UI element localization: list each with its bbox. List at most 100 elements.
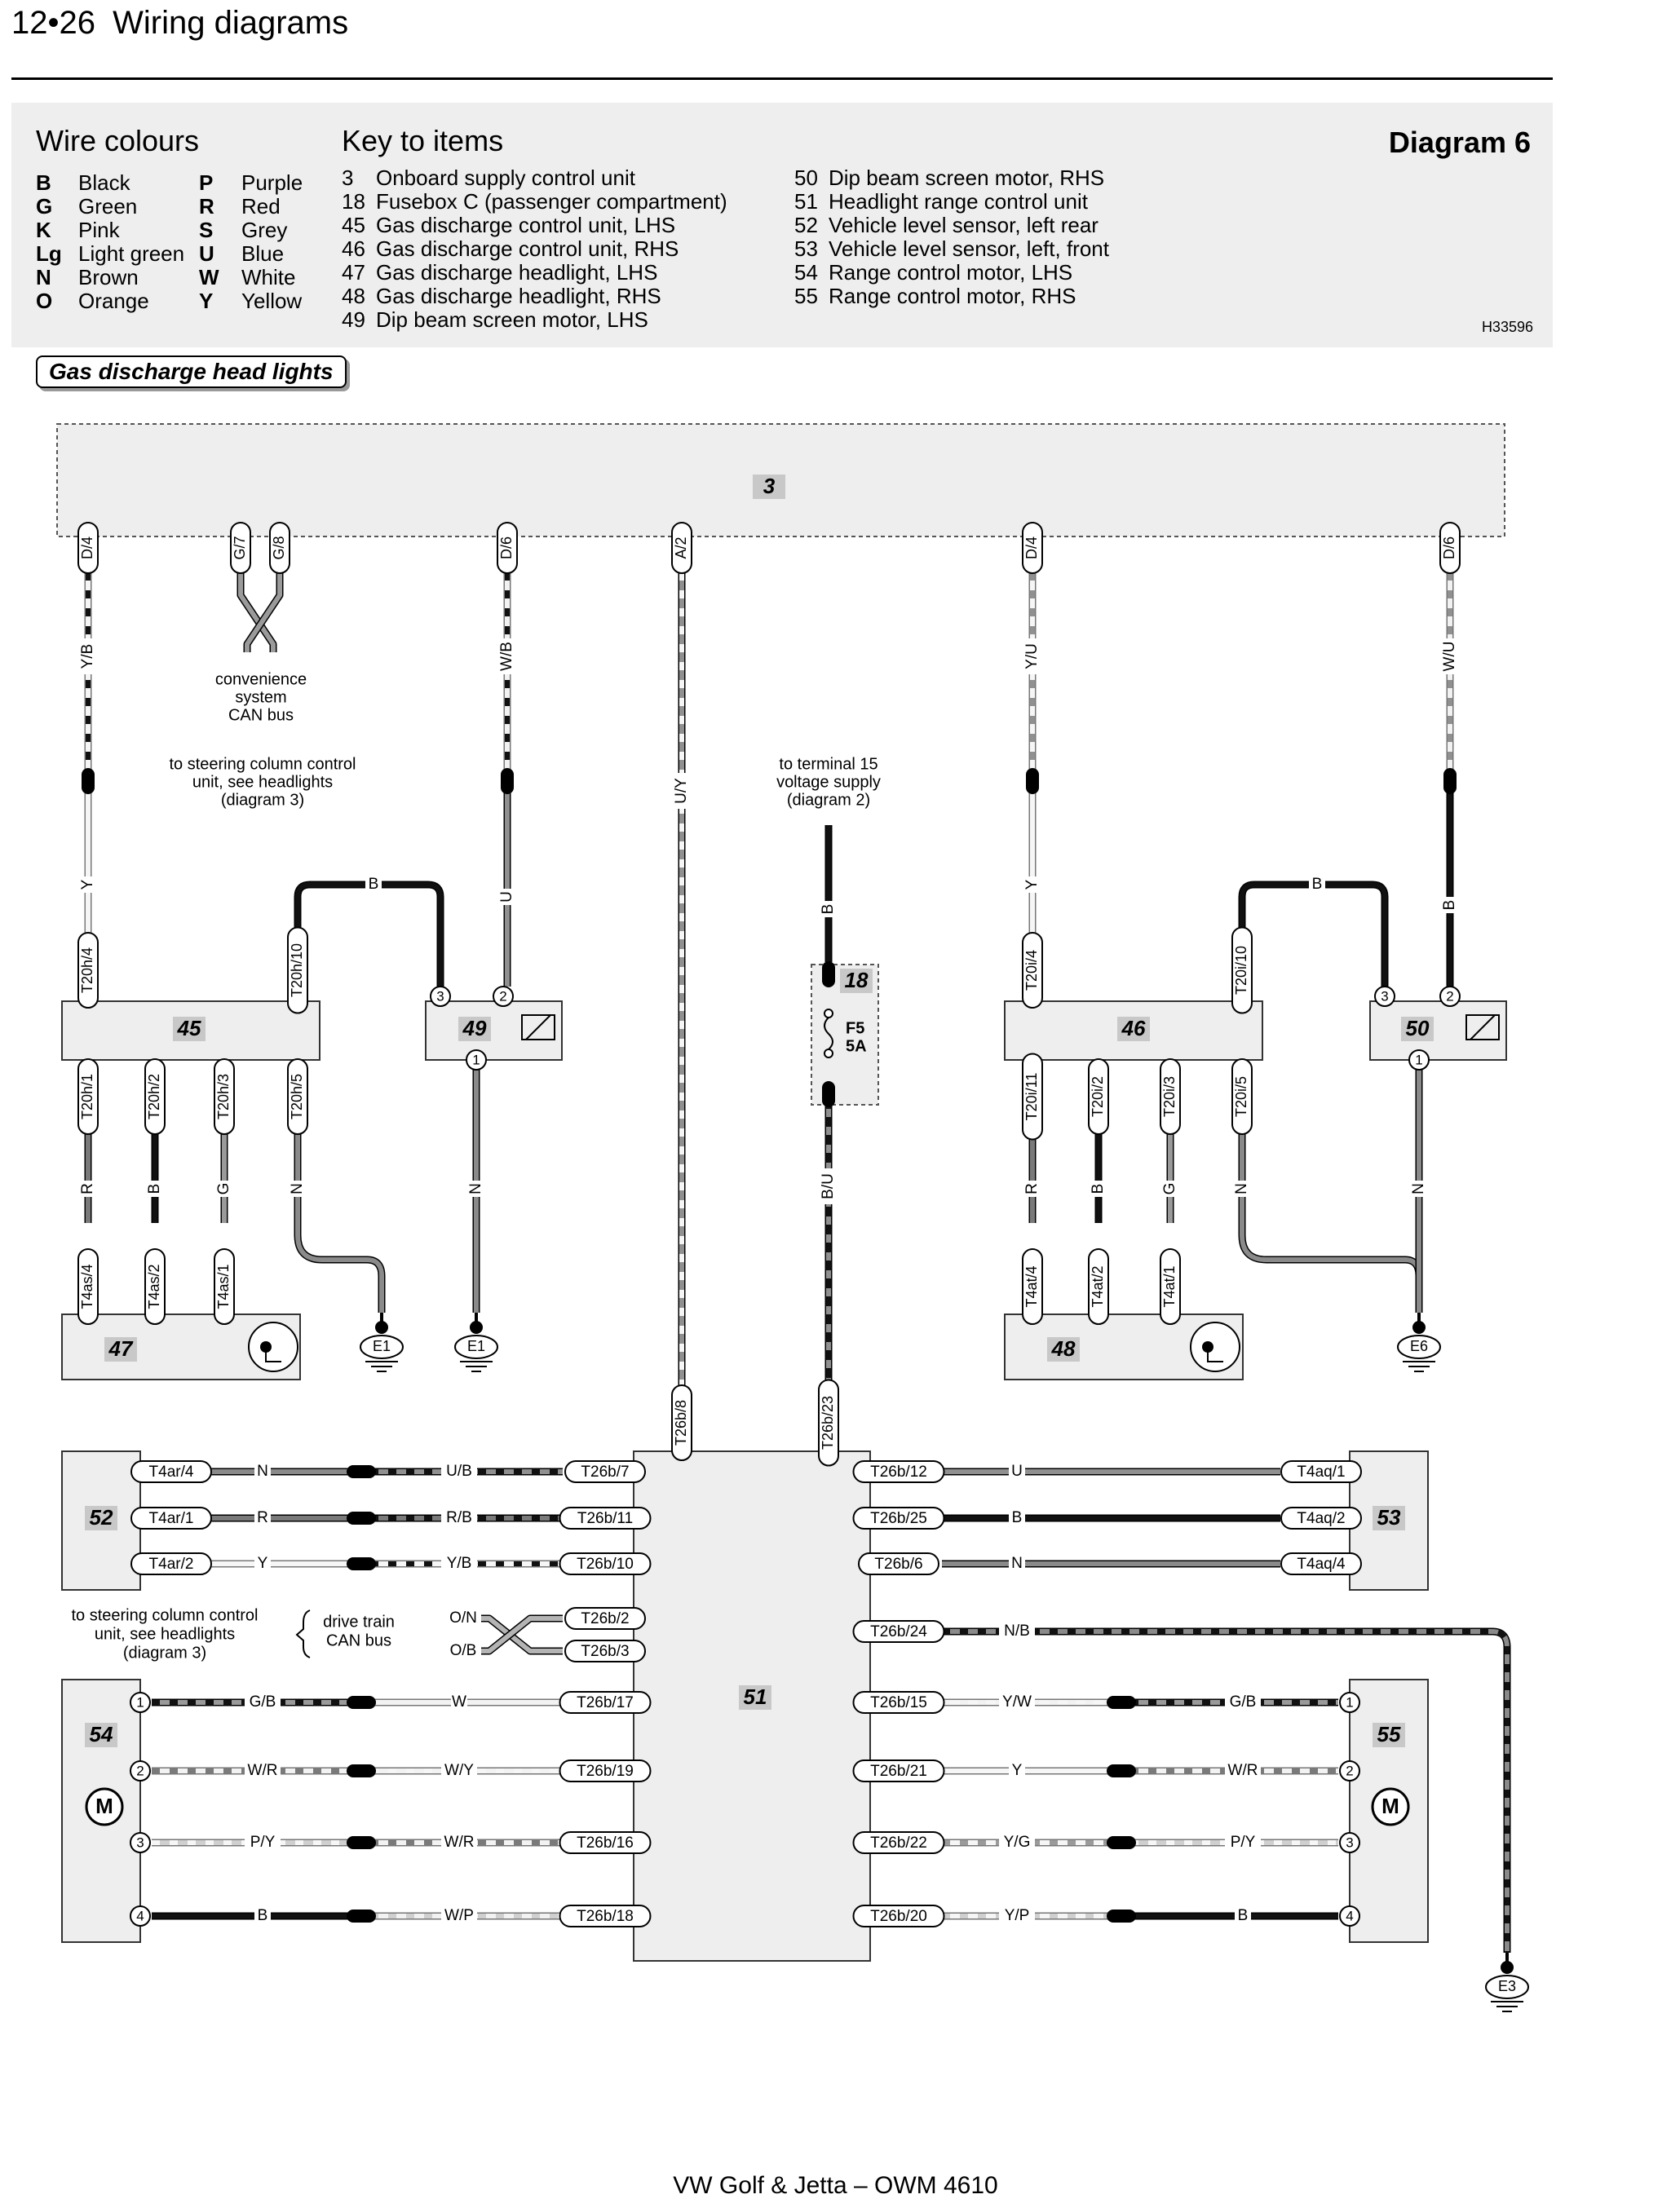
connector [287,1058,308,1135]
pin-label: 4 [1346,1908,1353,1923]
wire-label-bg [441,1762,477,1780]
connector-52 [130,1507,212,1530]
plug-connector [1107,1764,1136,1777]
component-id: 50 [1406,1016,1430,1040]
headlight-icon-line [265,1347,281,1362]
wire-label: Y [1023,879,1041,890]
connector-51 [559,1831,652,1854]
item-number: 48 [342,284,365,308]
connector-51 [852,1620,945,1643]
ground-dot [1412,1321,1426,1334]
ground-dot [470,1321,483,1334]
wire-label-bg [254,1555,271,1573]
wire-label-bg [1233,1181,1251,1197]
component-id-bg [753,475,785,499]
wire-label: G/B [1230,1693,1257,1711]
wire-label-bg [441,1463,477,1481]
wire-label: R [79,1183,96,1194]
connector-label: T20i/10 [1233,946,1249,995]
wire-label: U [498,891,515,903]
connector-label: T4at/4 [1023,1265,1040,1307]
connector-label: T4at/1 [1161,1265,1178,1307]
component-id-bg [85,1723,117,1747]
pin-label: 2 [136,1763,144,1778]
wire-label-bg [1225,1834,1261,1852]
connector-label: T4ar/4 [149,1464,194,1481]
fuse-rating: 5A [846,1037,867,1055]
connector-52 [130,1552,212,1575]
wire-label-bg [215,1181,233,1197]
connector-label: D/6 [1441,536,1457,559]
component-id-bg [458,1017,491,1041]
motor-label: M [1381,1794,1399,1818]
wire-label: Y/B [447,1555,472,1572]
headlight-icon-line [1207,1347,1223,1362]
ground-bars [365,1361,398,1372]
motor-icon [1371,1787,1410,1826]
connector-51 [852,1507,945,1530]
item-number: 52 [794,213,818,237]
pin [130,1760,151,1782]
wire-label: G/B [250,1693,276,1711]
item-name: Gas discharge control unit, LHS [376,213,676,237]
relay-coil-icon-line [525,1014,551,1040]
connector-51 [559,1691,652,1714]
item-number: 18 [342,189,365,214]
item-name: Gas discharge headlight, LHS [376,260,658,285]
top-pin-connector [230,522,251,574]
wire-can-g8 [245,554,282,652]
connector-label: T20h/4 [79,947,95,993]
wire-label: B [820,904,837,915]
item-name: Range control motor, RHS [829,284,1076,308]
connector-label: A/2 [673,536,689,559]
pin [430,986,451,1007]
header-rule [11,77,1553,80]
connector [1022,932,1043,1009]
item-name: Dip beam screen motor, LHS [376,307,648,332]
pin-label: 2 [1446,988,1453,1004]
wire-label-bg [820,1168,838,1204]
wire-label-bg [79,638,97,674]
wire-label-bg [1090,1181,1107,1197]
wire-n-45-edge [294,1125,386,1313]
plug-connector [501,768,514,794]
connector-label: T4as/2 [146,1264,162,1309]
item-number: 47 [342,260,365,285]
connector-label: T20i/4 [1023,950,1040,991]
wire-label-bg [1161,1181,1179,1197]
connector-label: T20h/2 [146,1074,162,1119]
connector-label: T20h/1 [79,1074,95,1119]
label: (diagram 3) [221,791,304,809]
wire-label-bg [1235,1907,1251,1925]
item-name: Vehicle level sensor, left, front [829,236,1109,261]
connector [287,926,308,1014]
wire-label: B [1238,1907,1249,1924]
pin [1339,1760,1360,1782]
wire-label-bg [441,1555,477,1573]
wire-label-bg [1009,1509,1025,1527]
wire-n-46 [1240,1125,1421,1313]
wire-label-bg [79,1181,97,1197]
connector-label: T4ar/2 [149,1556,194,1573]
plug-connector [82,768,95,794]
connector-label: T26b/10 [577,1556,634,1573]
wire-label-bg [254,1907,271,1925]
wire-label-bg [254,1509,271,1527]
item-number: 49 [342,307,365,332]
connector-53 [1280,1507,1362,1530]
item-number: 45 [342,213,365,237]
label: CAN bus [228,706,294,724]
wire-label-bg [1225,1762,1261,1780]
wire-label: Y/U [1023,643,1041,669]
colour-code: W [199,265,219,289]
wire-label-bg [1441,897,1459,913]
wire-b-loop-right-edge [1238,881,1389,987]
component-id-bg [85,1506,117,1530]
connector-51 [564,1607,646,1630]
wire-label-bg [245,1762,281,1780]
colour-name: Black [78,170,130,195]
colour-code: O [36,289,53,313]
top-pin-connector [497,522,518,574]
connector-label: T26b/11 [577,1510,633,1527]
label: (diagram 2) [787,791,870,809]
